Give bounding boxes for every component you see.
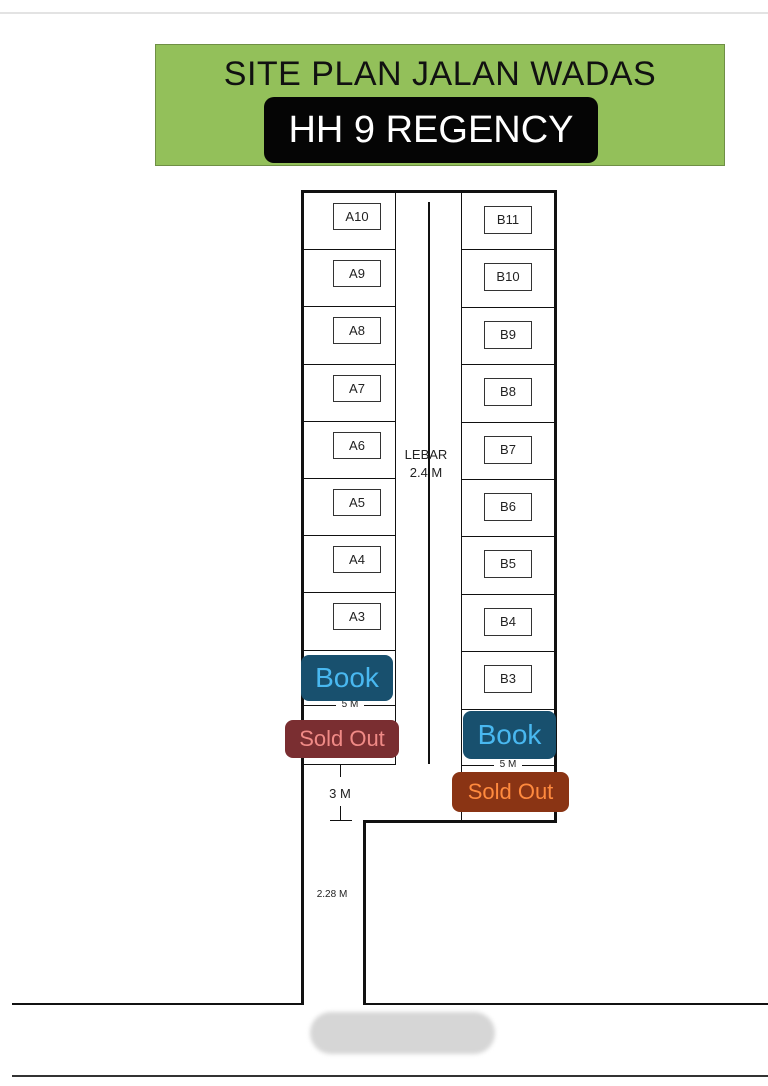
street-bottom-line [12, 1075, 768, 1077]
lot-label[interactable]: B5 [484, 550, 532, 578]
lot-divider [462, 422, 554, 423]
lot-divider [304, 535, 395, 536]
lot-divider [304, 249, 395, 250]
lot-divider [462, 307, 554, 308]
a-column-edge [395, 190, 396, 765]
lot-label[interactable]: B9 [484, 321, 532, 349]
lot-label[interactable]: A4 [333, 546, 381, 573]
road-width-label: LEBAR 2.4 M [396, 446, 456, 482]
dim-3m-base [330, 820, 352, 821]
a2-bottom-line [304, 764, 396, 765]
lot-label[interactable]: A3 [333, 603, 381, 630]
top-boundary-line [301, 190, 557, 193]
lot-divider [304, 650, 395, 651]
road-label-line2: 2.4 M [409, 465, 443, 480]
lot-label[interactable]: B10 [484, 263, 532, 291]
book-tag-right[interactable]: Book [463, 711, 556, 759]
lot-label[interactable]: A5 [333, 489, 381, 516]
dim-right-5m-line-b [522, 765, 554, 766]
dim-access-width: 2.28 M [316, 889, 348, 900]
lot-divider [462, 536, 554, 537]
sold-out-tag-left[interactable]: Sold Out [285, 720, 399, 758]
dim-3m-tick-top [340, 765, 341, 777]
site-plan-title: SITE PLAN JALAN WADAS [223, 55, 657, 93]
lot-divider [462, 249, 554, 250]
book-tag-left[interactable]: Book [301, 655, 393, 701]
dim-3m-tick-bottom [340, 806, 341, 820]
lot-divider [304, 592, 395, 593]
lot-label[interactable]: A7 [333, 375, 381, 402]
right-boundary-line [554, 190, 557, 822]
street-top-line-left [12, 1003, 304, 1005]
lot-label[interactable]: A8 [333, 317, 381, 344]
sold-out-tag-right[interactable]: Sold Out [452, 772, 569, 812]
regency-name: HH 9 REGENCY [264, 97, 598, 163]
dim-right-5m: 5 M [499, 759, 517, 770]
dim-3m: 3 M [329, 786, 351, 801]
lot-divider [462, 364, 554, 365]
lot-label[interactable]: B11 [484, 206, 532, 234]
b-column-edge [461, 190, 462, 822]
lot-divider [462, 594, 554, 595]
lot-label[interactable]: B4 [484, 608, 532, 636]
street-top-line-right [363, 1003, 768, 1005]
dim-left-5m-line-b [364, 705, 395, 706]
lot-divider [462, 709, 554, 710]
lot-label[interactable]: B3 [484, 665, 532, 693]
dim-right-5m-line-a [462, 765, 494, 766]
top-divider [0, 12, 768, 14]
dim-left-5m-line-a [304, 705, 336, 706]
access-right-line [363, 820, 366, 1005]
lot-divider [462, 651, 554, 652]
dim-left-5m: 5 M [341, 699, 359, 710]
left-boundary-line [301, 190, 304, 1005]
lot-label[interactable]: A9 [333, 260, 381, 287]
lot-label[interactable]: B8 [484, 378, 532, 406]
lot-divider [304, 364, 395, 365]
road-centre-line [428, 202, 430, 764]
road-label-line1: LEBAR [404, 447, 448, 462]
lower-step-line [363, 820, 557, 823]
lot-divider [304, 478, 395, 479]
site-plan-banner: SITE PLAN JALAN WADAS HH 9 REGENCY [155, 44, 725, 166]
lot-divider [304, 306, 395, 307]
lot-label[interactable]: B6 [484, 493, 532, 521]
lot-label[interactable]: B7 [484, 436, 532, 464]
lot-divider [304, 421, 395, 422]
redacted-street-name [310, 1012, 495, 1054]
lot-divider [462, 479, 554, 480]
lot-label[interactable]: A6 [333, 432, 381, 459]
lot-label[interactable]: A10 [333, 203, 381, 230]
